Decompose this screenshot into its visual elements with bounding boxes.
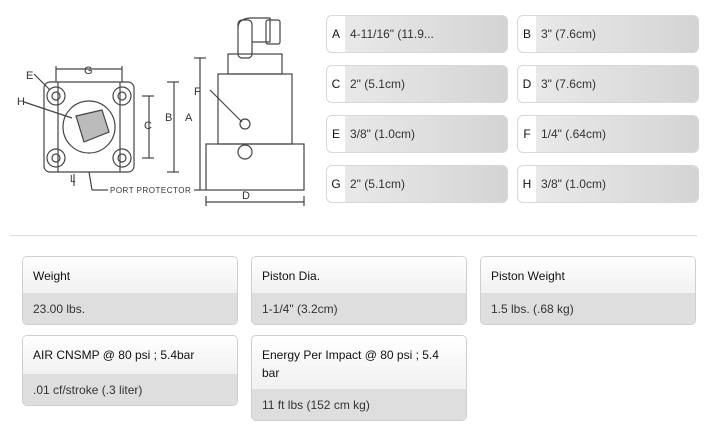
- dimension-value: 3" (7.6cm): [541, 77, 596, 91]
- spec-label: Piston Dia.: [252, 257, 466, 293]
- label-e: E: [26, 70, 34, 82]
- spec-label: Piston Weight: [481, 257, 695, 293]
- dimension-c: C 2" (5.1cm): [326, 65, 508, 103]
- dimension-value: 1/4" (.64cm): [541, 127, 606, 141]
- dimension-letter: C: [331, 77, 341, 91]
- spec-label: AIR CNSMP @ 80 psi ; 5.4bar: [23, 336, 237, 374]
- dimension-value: 2" (5.1cm): [350, 177, 405, 191]
- label-g: G: [84, 65, 93, 77]
- dimension-b: B 3" (7.6cm): [517, 15, 699, 53]
- spec-value: 1-1/4" (3.2cm): [252, 293, 466, 324]
- spec-value: .01 cf/stroke (.3 liter): [23, 374, 237, 405]
- dimension-drawing: G E H C B A F D L PORT PROTECTOR: [14, 14, 314, 209]
- label-l: L: [70, 174, 76, 185]
- dimension-h: H 3/8" (1.0cm): [517, 165, 699, 203]
- spec-card-weight: Weight 23.00 lbs.: [22, 256, 238, 325]
- spec-card-air-consumption: AIR CNSMP @ 80 psi ; 5.4bar .01 cf/strok…: [22, 335, 238, 406]
- dimension-value: 3/8" (1.0cm): [541, 177, 606, 191]
- label-h: H: [17, 96, 25, 108]
- spec-card-energy-per-impact: Energy Per Impact @ 80 psi ; 5.4 bar 11 …: [251, 335, 467, 421]
- label-f: F: [194, 86, 201, 98]
- dimension-letter: A: [331, 27, 340, 41]
- dimension-letter: E: [331, 127, 340, 141]
- dimension-f: F 1/4" (.64cm): [517, 115, 699, 153]
- dimension-e: E 3/8" (1.0cm): [326, 115, 508, 153]
- spec-card-piston-weight: Piston Weight 1.5 lbs. (.68 kg): [480, 256, 696, 325]
- spec-label: Energy Per Impact @ 80 psi ; 5.4 bar: [252, 336, 466, 389]
- spec-card-piston-dia: Piston Dia. 1-1/4" (3.2cm): [251, 256, 467, 325]
- dimension-value: 2" (5.1cm): [350, 77, 405, 91]
- spec-label: Weight: [23, 257, 237, 293]
- dimension-d: D 3" (7.6cm): [517, 65, 699, 103]
- dimension-value: 3/8" (1.0cm): [350, 127, 415, 141]
- dimension-letter: B: [522, 27, 531, 41]
- dimension-value: 4-11/16" (11.9...: [350, 27, 434, 41]
- port-protector-label: PORT PROTECTOR: [110, 186, 192, 195]
- label-a: A: [185, 112, 193, 124]
- dimension-a: A 4-11/16" (11.9...: [326, 15, 508, 53]
- spec-value: 23.00 lbs.: [23, 293, 237, 324]
- dimension-letter: H: [522, 177, 532, 191]
- spec-value: 1.5 lbs. (.68 kg): [481, 293, 695, 324]
- dimension-letter: D: [522, 77, 532, 91]
- dimension-letter: G: [331, 177, 341, 191]
- dimension-letter: F: [523, 127, 531, 141]
- dimension-g: G 2" (5.1cm): [326, 165, 508, 203]
- label-c: C: [144, 120, 152, 132]
- label-d: D: [242, 190, 250, 202]
- dimension-value: 3" (7.6cm): [541, 27, 596, 41]
- spec-value: 11 ft lbs (152 cm kg): [252, 389, 466, 420]
- label-b: B: [165, 112, 173, 124]
- section-divider: [10, 235, 697, 236]
